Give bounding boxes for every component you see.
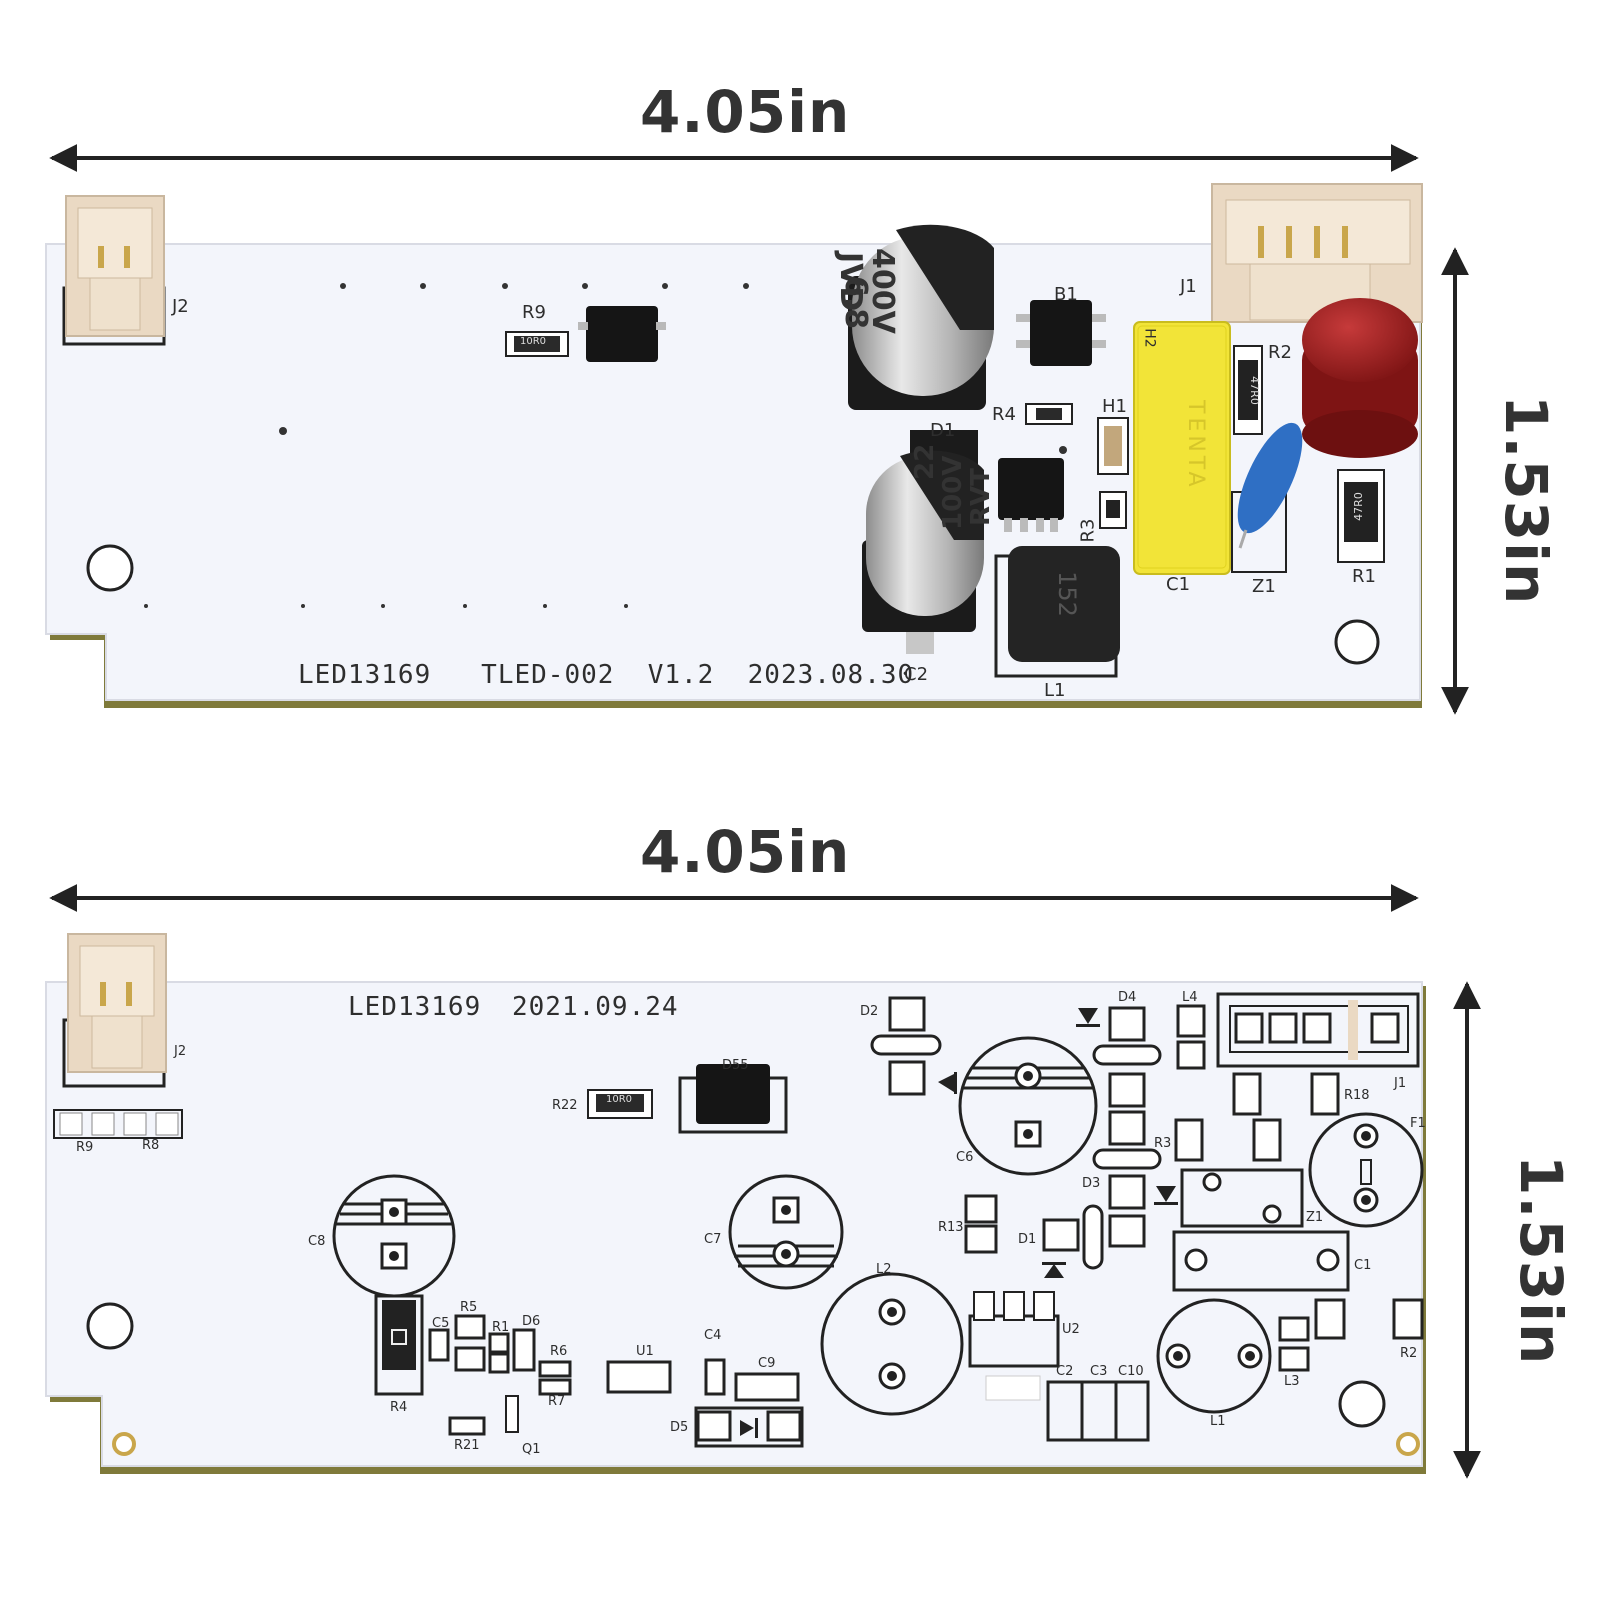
- bot-ref-l4: L4: [1182, 990, 1198, 1005]
- bot-ref-j2: J2: [174, 1044, 187, 1059]
- top-ref-r1: R1: [1352, 566, 1376, 587]
- top-width-label: 4.05in: [640, 78, 851, 146]
- bot-ref-r7: R7: [548, 1394, 566, 1409]
- bot-ref-q1: Q1: [522, 1442, 541, 1457]
- top-xcap-mark: TENTA: [1183, 400, 1208, 491]
- top-cap2-voltage: 100V: [938, 455, 968, 530]
- top-ref-z1: Z1: [1252, 576, 1276, 597]
- top-ref-d1: D1: [930, 420, 956, 441]
- top-ref-j2: J2: [172, 296, 189, 317]
- bot-ref-r3: R3: [1154, 1136, 1172, 1151]
- top-cap1-brand: JVD: [833, 252, 868, 312]
- bot-ref-r21: R21: [454, 1438, 480, 1453]
- bot-ref-c3: C3: [1090, 1364, 1108, 1379]
- bot-ref-d1: D1: [1018, 1232, 1037, 1247]
- top-r9-mark: 10R0: [520, 336, 547, 347]
- top-r2-mark: 47R0: [1247, 376, 1261, 405]
- bot-ref-c9: C9: [758, 1356, 776, 1371]
- bottom-width-label: 4.05in: [640, 818, 851, 886]
- bot-ref-r22: R22: [552, 1098, 578, 1113]
- bottom-pcb: [45, 933, 1426, 1474]
- bot-ref-l3: L3: [1284, 1374, 1300, 1389]
- top-inductor-mark: 152: [1052, 571, 1081, 617]
- top-pcb: [45, 183, 1423, 708]
- bottom-height-label: 1.53in: [1507, 1155, 1575, 1366]
- top-j2-connector: [62, 195, 166, 346]
- top-y-capacitor: [1231, 422, 1303, 573]
- bot-ref-r5: R5: [460, 1300, 478, 1315]
- bot-ref-c8: C8: [308, 1234, 326, 1249]
- bot-ref-r18: R18: [1344, 1088, 1370, 1103]
- bot-ref-d6: D6: [522, 1314, 541, 1329]
- top-r1-mark: 47R0: [1351, 492, 1365, 521]
- bot-ref-r9: R9: [76, 1140, 94, 1155]
- bot-ref-c5: C5: [432, 1316, 450, 1331]
- bot-ref-r2: R2: [1400, 1346, 1418, 1361]
- bot-ref-c7: C7: [704, 1232, 722, 1247]
- top-x-capacitor: [1133, 321, 1231, 575]
- top-capacitor-large: [848, 224, 994, 410]
- bot-r22-mark: 10R0: [606, 1094, 633, 1105]
- bot-ref-z1: Z1: [1306, 1210, 1324, 1225]
- top-ref-l1: L1: [1044, 680, 1066, 701]
- bot-ref-d55: D55: [722, 1058, 749, 1073]
- bot-ref-l2: L2: [876, 1262, 892, 1277]
- bot-ref-j1: J1: [1394, 1076, 1407, 1091]
- top-ref-h2: H2: [1141, 328, 1158, 348]
- bot-ref-d2: D2: [860, 1004, 879, 1019]
- bot-ref-d3: D3: [1082, 1176, 1101, 1191]
- top-fuse: [1302, 298, 1418, 458]
- top-ref-r3: R3: [1077, 518, 1099, 543]
- top-cap2-value: 22: [910, 443, 940, 480]
- bot-ref-c10: C10: [1118, 1364, 1144, 1379]
- top-capacitor-small: [862, 450, 984, 654]
- top-height-label: 1.53in: [1492, 395, 1560, 606]
- top-ref-r4: R4: [992, 404, 1016, 425]
- bot-ref-r1: R1: [492, 1320, 510, 1335]
- bot-ref-c2: C2: [1056, 1364, 1074, 1379]
- top-ref-b1: B1: [1054, 284, 1078, 305]
- top-inductor: [994, 546, 1120, 678]
- top-ref-h1: H1: [1102, 396, 1127, 417]
- bot-ref-r4: R4: [390, 1400, 408, 1415]
- top-cap2-brand: RVT: [966, 468, 996, 526]
- bot-ref-c1: C1: [1354, 1258, 1372, 1273]
- bot-ref-r6: R6: [550, 1344, 568, 1359]
- bot-ref-u1: U1: [636, 1344, 654, 1359]
- bot-ref-u2: U2: [1062, 1322, 1080, 1337]
- bot-ref-d4: D4: [1118, 990, 1137, 1005]
- bot-ref-c6: C6: [956, 1150, 974, 1165]
- bot-ref-d5: D5: [670, 1420, 689, 1435]
- bot-ref-c4: C4: [704, 1328, 722, 1343]
- top-ref-j1: J1: [1180, 276, 1197, 297]
- top-silkscreen-text: LED13169 TLED-002 V1.2 2023.08.30: [298, 660, 915, 690]
- bot-ref-l1: L1: [1210, 1414, 1226, 1429]
- bottom-silkscreen-date: 2021.09.24: [512, 992, 679, 1022]
- top-ref-c2: C2: [904, 664, 929, 685]
- bot-ref-r8: R8: [142, 1138, 160, 1153]
- top-cap1-voltage: 400V: [865, 248, 900, 334]
- top-j1-connector: [1211, 183, 1423, 323]
- top-ref-r9: R9: [522, 302, 546, 323]
- top-ref-c1: C1: [1166, 574, 1191, 595]
- bot-ref-f1: F1: [1410, 1116, 1426, 1131]
- bot-ref-r13: R13: [938, 1220, 964, 1235]
- top-ref-r2: R2: [1268, 342, 1292, 363]
- bottom-silkscreen-id: LED13169: [348, 992, 482, 1022]
